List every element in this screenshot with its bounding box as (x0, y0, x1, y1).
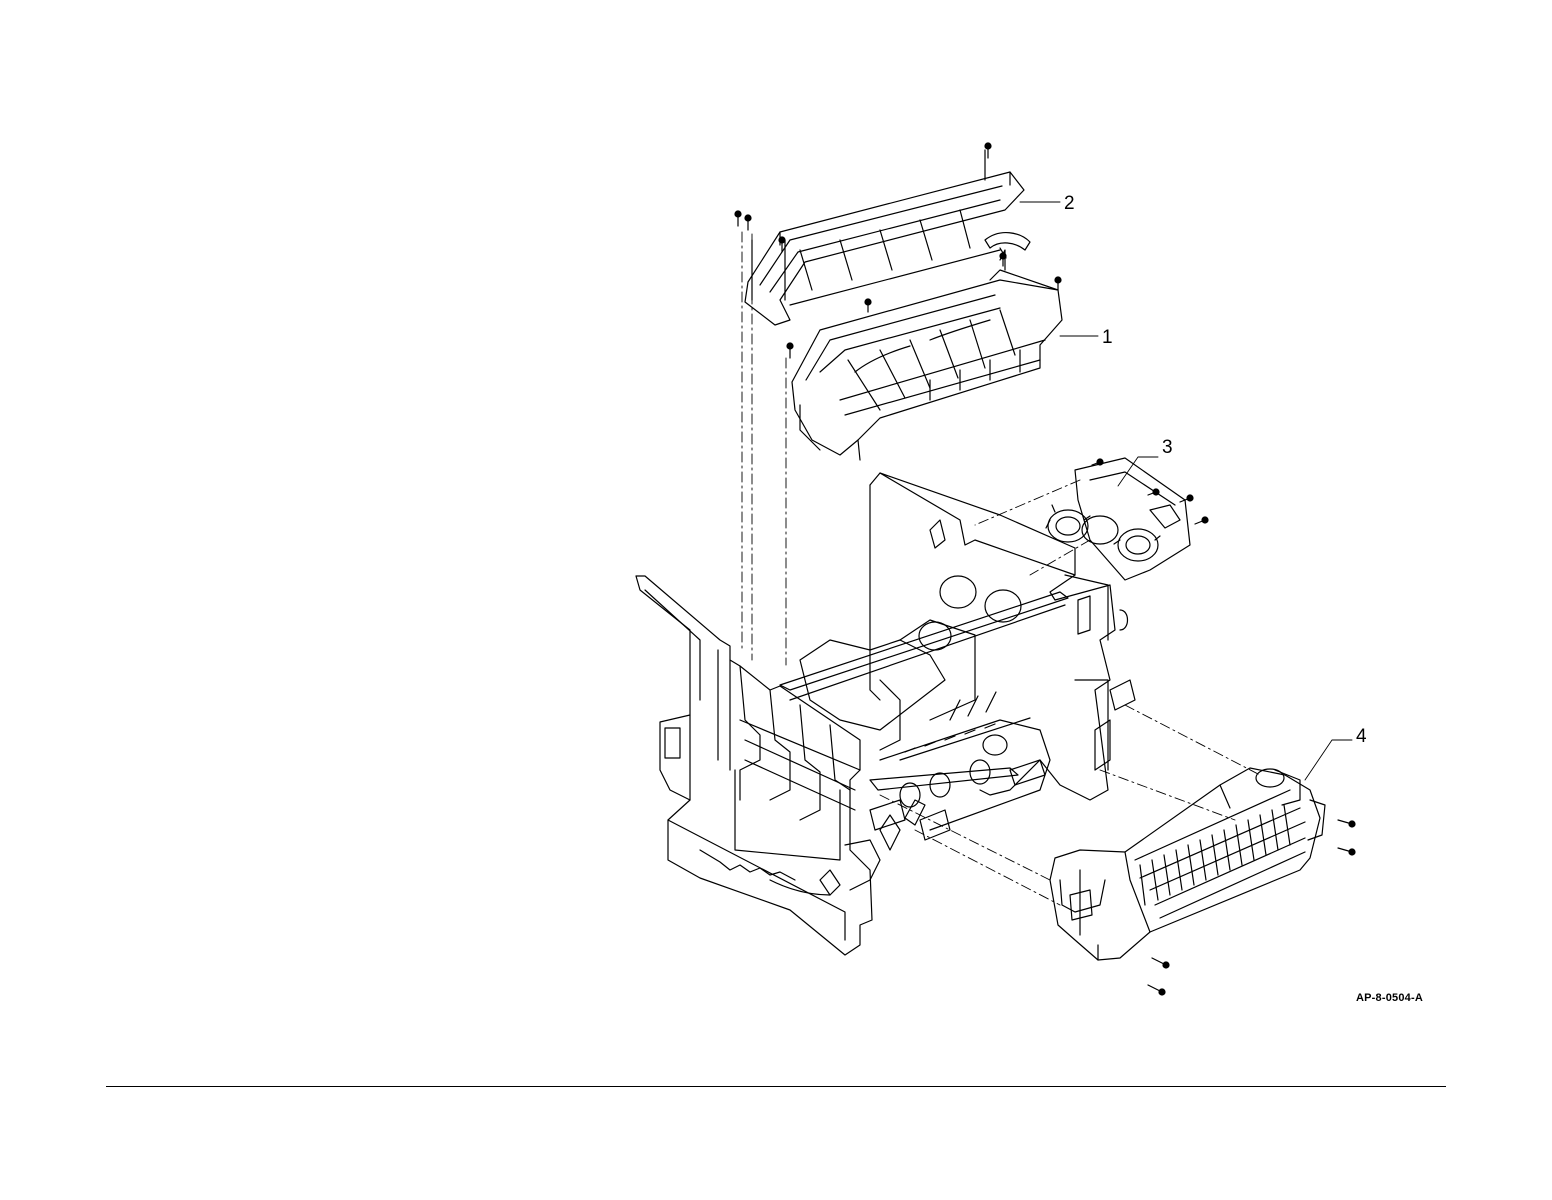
screw-icon (787, 343, 793, 358)
screw-icon (1055, 277, 1061, 290)
screw-icon (735, 211, 741, 226)
screw-icon (1152, 958, 1169, 968)
screws (735, 143, 1355, 995)
screw-icon (1338, 820, 1355, 827)
callout-leaders (1020, 202, 1352, 780)
screw-icon (1148, 985, 1165, 995)
screw-icon (985, 143, 991, 158)
left-side-frame (636, 576, 900, 955)
callout-2: 2 (1064, 193, 1075, 214)
callout-3: 3 (1162, 437, 1173, 458)
callout-4: 4 (1356, 726, 1367, 747)
footer-divider (106, 1086, 1446, 1087)
figure-id-label: AP-8-0504-A (1356, 992, 1423, 1004)
main-frame (780, 473, 1128, 830)
screw-icon (1148, 489, 1159, 495)
screw-icon (1195, 517, 1208, 524)
callout-1: 1 (1102, 327, 1113, 348)
screw-icon (745, 215, 751, 230)
part-1-upper-guide (792, 233, 1062, 460)
screw-icon (1338, 848, 1355, 855)
part-4-fuser (1050, 768, 1325, 960)
screw-icon (865, 299, 871, 312)
part-3-drive-assembly (1046, 458, 1190, 580)
lower-rollers (870, 680, 1135, 840)
screw-icon (1092, 459, 1103, 465)
